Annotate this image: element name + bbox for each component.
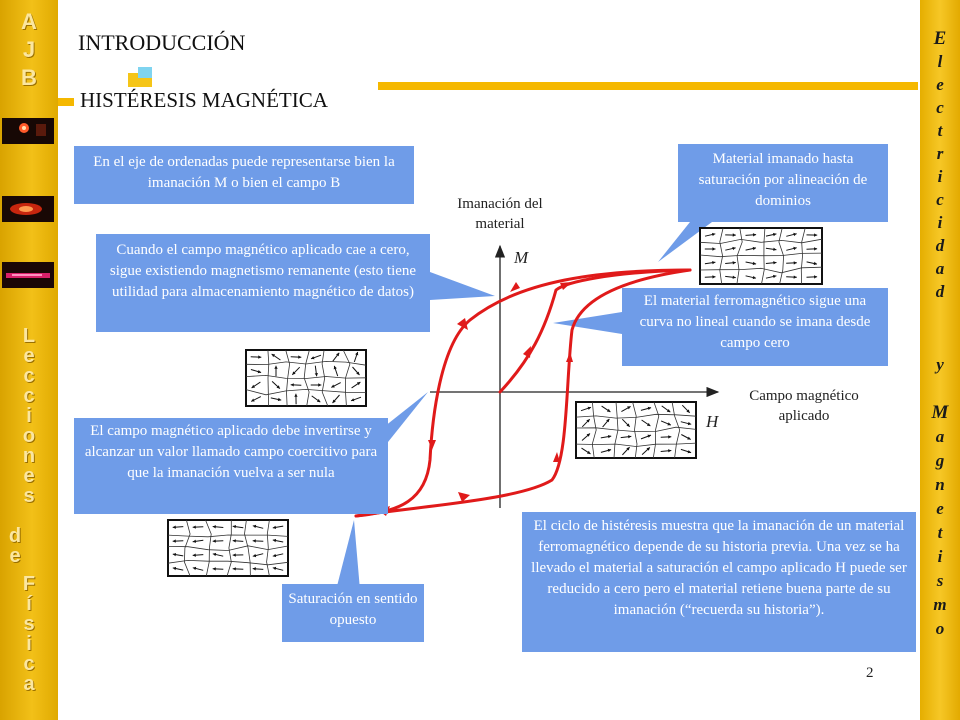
subject-letter-4: c [23, 653, 35, 675]
callout-summary: El ciclo de histéresis muestra que la im… [522, 512, 916, 652]
logo-letter-2: B [21, 65, 37, 90]
magnetismo-letter-4: e [936, 499, 944, 518]
pointer-initial [553, 312, 622, 334]
arrow-lower-right [458, 492, 470, 502]
domain-box-opposite [167, 519, 289, 577]
electricidad-letter-6: i [937, 167, 943, 186]
electricidad-letter-10: a [935, 259, 945, 278]
electricidad-letter-9: d [935, 236, 945, 255]
magnetismo-letter-9: o [935, 619, 945, 638]
callout-saturation: Material imanado hasta saturación por al… [678, 144, 888, 222]
arrow-coercive [428, 440, 436, 450]
magnetismo-letter-5: t [937, 523, 943, 542]
arrow-up-right-1 [553, 452, 560, 462]
series-letter-8: s [23, 485, 35, 507]
series-letter-2: c [23, 365, 35, 387]
initial-magnetization-curve [498, 268, 692, 394]
y-letter-0: y [936, 355, 944, 374]
electricidad-letter-4: t [937, 121, 943, 140]
logo-letter-1: J [22, 37, 36, 62]
series-letter-0: L [22, 325, 36, 347]
logo-letter-0: A [21, 9, 37, 34]
pointer-saturation [658, 222, 712, 262]
page-subtitle: HISTÉRESIS MAGNÉTICA [80, 88, 328, 112]
y-axis-title: Imanación del material [457, 196, 543, 232]
subject-letter-3: i [26, 633, 32, 655]
descending-branch [354, 268, 692, 518]
arrow-initial [523, 346, 531, 358]
domain-box-saturation [699, 227, 823, 285]
magnetismo-letter-8: m [933, 595, 947, 614]
subject-letter-5: a [23, 673, 35, 695]
subject-letter-1: í [26, 593, 32, 615]
magnetismo-letter-3: n [935, 475, 945, 494]
electricidad-letter-5: r [936, 144, 944, 163]
magnetismo-letter-7: s [936, 571, 944, 590]
hysteresis-loop [354, 268, 692, 518]
series-letter-4: i [26, 405, 32, 427]
thumbnail-image-3 [2, 262, 54, 288]
title-rule [378, 82, 918, 90]
series-letter-3: c [23, 385, 35, 407]
pointer-coercive [380, 392, 428, 452]
electricidad-letter-1: l [937, 52, 943, 71]
arrow-up-right-2 [566, 352, 573, 362]
electricidad-letter-2: e [936, 75, 944, 94]
electricidad-letter-11: d [935, 282, 945, 301]
magnetismo-letter-2: g [935, 451, 945, 470]
magnetic-domain-boxes [167, 227, 823, 577]
page-number: 2 [866, 665, 874, 681]
connector-letter-1: e [9, 545, 21, 567]
thumbnail-image-1 [2, 118, 54, 144]
callout-axis-note: En el eje de ordenadas puede representar… [74, 146, 414, 204]
series-letter-5: o [22, 425, 36, 447]
pointer-remanence [430, 272, 495, 300]
domain-box-remanence [245, 349, 367, 407]
thumbnail-image-2 [2, 196, 54, 222]
x-axis-symbol: H [706, 412, 719, 431]
electricidad-letter-7: c [936, 190, 944, 209]
subject-letter-0: F [22, 573, 36, 595]
magnetismo-letter-1: a [935, 427, 945, 446]
series-letter-7: e [23, 465, 35, 487]
page-title: INTRODUCCIÓN [78, 30, 246, 55]
arrow-down-left [457, 318, 468, 330]
title-rule-dash [58, 98, 74, 106]
callout-initial-curve: El material ferromagnético sigue una cur… [622, 288, 888, 366]
connector-letter-0: d [8, 525, 22, 547]
ascending-branch [354, 268, 692, 518]
magnetismo-letter-0: M [931, 402, 949, 423]
subject-letter-2: s [23, 613, 35, 635]
series-letter-6: n [22, 445, 36, 467]
y-axis-symbol: M [514, 248, 529, 267]
series-letter-1: e [23, 345, 35, 367]
callout-pointers [336, 222, 712, 590]
arrow-top [560, 282, 572, 290]
domain-box-initial [575, 401, 697, 459]
callout-opposite-saturation: Saturación en sentido opuesto [282, 584, 424, 642]
callout-remanence: Cuando el campo magnético aplicado cae a… [96, 234, 430, 332]
x-axis-title: Campo magnético aplicado [749, 388, 859, 424]
title-accent-square [138, 67, 152, 78]
curve-direction-arrows [378, 282, 573, 516]
electricidad-letter-0: E [933, 28, 947, 49]
pointer-opposite [336, 520, 360, 590]
electricidad-letter-8: i [937, 213, 943, 232]
callout-coercive: El campo magnético aplicado debe inverti… [74, 418, 388, 514]
arrow-remanence [510, 282, 520, 292]
electricidad-letter-3: c [936, 98, 944, 117]
magnetismo-letter-6: i [937, 547, 943, 566]
